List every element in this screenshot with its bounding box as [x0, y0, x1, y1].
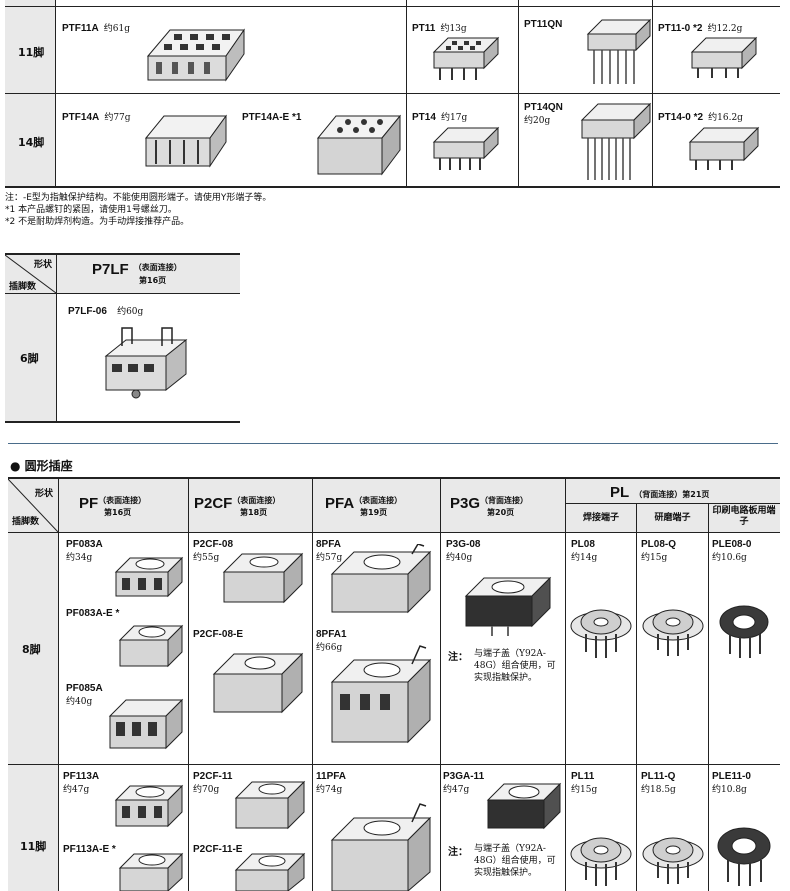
- product-pt11: PT11 约13g: [412, 23, 467, 34]
- pt14qn-socket-image: [580, 102, 652, 180]
- pl08-q-socket-image: [642, 609, 704, 656]
- series-pfa-header: PFA（表面连接）: [325, 495, 403, 512]
- pl-sub-solder: 焊接端子: [582, 513, 619, 523]
- 8pfa-socket-image: [330, 544, 432, 614]
- series-pl-header: PL （背面连接）第21页: [610, 484, 710, 501]
- pt14-0-socket-image: [688, 126, 760, 170]
- ple08-0-socket-image: [719, 605, 769, 658]
- pin-count-14: 14脚: [18, 136, 45, 149]
- series-p7lf-header: P7LF （表面连接）: [92, 261, 182, 278]
- pt11-socket-image: [432, 36, 500, 80]
- pf113a-socket-image: [114, 784, 184, 828]
- 11pfa-socket-image: [330, 803, 432, 891]
- pf113a-e-socket-image: [118, 852, 184, 891]
- note-star-2: *2 不是耐助焊剂构造。为手动焊接推荐产品。: [5, 217, 190, 227]
- pin-count-8: 8脚: [22, 643, 41, 656]
- product-pt11qn: PT11QN: [524, 19, 563, 30]
- round-hdr-pin-count: 插脚数: [12, 517, 40, 527]
- p2cf-08-e-socket-image: [212, 652, 304, 714]
- section-divider: [8, 443, 778, 444]
- pf083a-e-socket-image: [118, 624, 184, 668]
- product-ptf11a: PTF11A 约61g: [62, 23, 130, 34]
- pf083a-socket-image: [114, 556, 184, 598]
- pl-sub-pcb: 印刷电路板用端子: [712, 506, 776, 527]
- series-p3g-page: 第20页: [487, 508, 515, 517]
- p7lf-socket-image: [104, 327, 188, 399]
- pin-count-6: 6脚: [20, 352, 39, 365]
- p2cf-11-e-socket-image: [234, 852, 306, 891]
- ptf14a-socket-image: [144, 114, 227, 168]
- hdr-shape: 形状: [34, 260, 53, 270]
- p2cf-11-socket-image: [234, 780, 306, 830]
- round-hdr-shape: 形状: [35, 489, 54, 499]
- ptf14a-e-socket-image: [316, 114, 402, 176]
- series-p3g-header: P3G（背面连接）: [450, 495, 529, 512]
- hdr-pin-count: 插脚数: [9, 282, 37, 292]
- pt11-0-socket-image: [690, 36, 758, 78]
- pl11-socket-image: [570, 837, 632, 886]
- pt11qn-socket-image: [586, 18, 652, 84]
- pl-sub-ground: 研磨端子: [654, 513, 691, 523]
- p3ga-11-note: 注： 与端子盖（Y92A-48G）组合使用，可实现指触保护。: [448, 844, 556, 878]
- pt14-socket-image: [432, 126, 500, 170]
- ple11-0-socket-image: [717, 827, 771, 886]
- p3g-08-note: 注： 与端子盖（Y92A-48G）组合使用，可实现指触保护。: [448, 649, 556, 683]
- product-ptf14a-e: PTF14A-E *1: [242, 112, 302, 123]
- product-p2cf-11-e: P2CF-11-E: [193, 844, 243, 855]
- product-pt11-0: PT11-0 *2 约12.2g: [658, 23, 743, 34]
- pl08-socket-image: [570, 609, 632, 658]
- p3g-08-socket-image: [464, 576, 552, 636]
- pin-count-11: 11脚: [18, 46, 45, 59]
- series-pf-header: PF（表面连接）: [79, 495, 147, 512]
- series-pf-page: 第16页: [104, 508, 132, 517]
- series-p2cf-page: 第18页: [240, 508, 268, 517]
- ptf11a-socket-image: [146, 28, 245, 82]
- product-pt14-0: PT14-0 *2 约16.2g: [658, 112, 743, 123]
- series-p2cf-header: P2CF（表面连接）: [194, 495, 281, 512]
- series-pfa-page: 第19页: [360, 508, 388, 517]
- note-star-1: *1 本产品螺钉的紧固，请使用1号螺丝刀。: [5, 205, 177, 215]
- p3ga-11-socket-image: [486, 782, 562, 830]
- section-title-round-socket: ● 圆形插座: [10, 459, 73, 473]
- pin-count-11-round: 11脚: [20, 840, 47, 853]
- product-ptf14a: PTF14A 约77g: [62, 112, 131, 123]
- product-p7lf-06: P7LF-06 约60g: [68, 306, 144, 317]
- product-pf113a-e: PF113A-E *: [63, 844, 116, 855]
- p2cf-08-socket-image: [222, 552, 304, 604]
- product-p2cf-08-e: P2CF-08-E: [193, 629, 244, 640]
- pl11-q-socket-image: [642, 837, 704, 884]
- product-pt14: PT14 约17g: [412, 112, 468, 123]
- series-p7lf-page: 第16页: [139, 276, 167, 285]
- product-pf083a-e: PF083A-E *: [66, 608, 120, 619]
- 8pfa1-socket-image: [330, 645, 432, 744]
- pf085a-socket-image: [108, 698, 184, 750]
- note-e-type: 注：-E型为指触保护结构。不能使用圆形端子。请使用Y形端子等。: [5, 193, 272, 203]
- notes: 注：-E型为指触保护结构。不能使用圆形端子。请使用Y形端子等。 *1 本产品螺钉…: [5, 192, 271, 228]
